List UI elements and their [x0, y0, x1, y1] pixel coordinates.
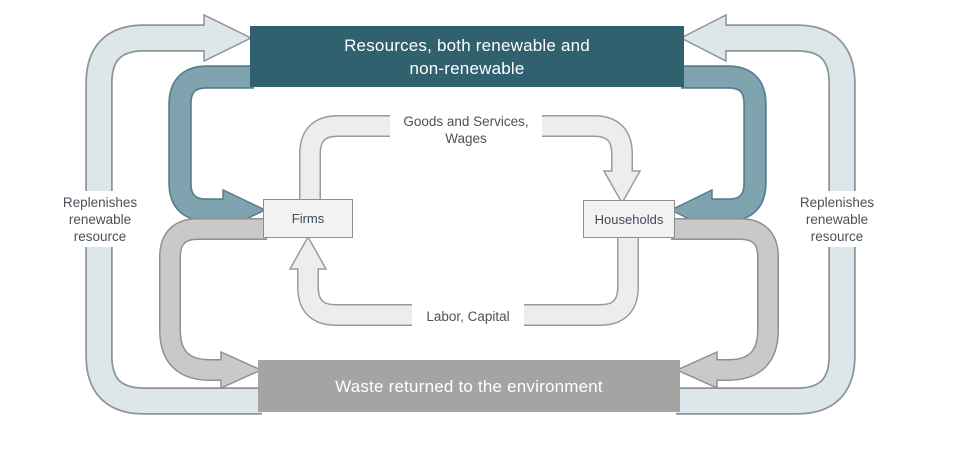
pipe-body [671, 219, 778, 380]
pipe-outline [681, 65, 767, 222]
label-goods-and-services-wages: Goods and Services, Wages [390, 107, 542, 153]
pipe-body [681, 67, 765, 220]
resources-box-label: Resources, both renewable and non-renewa… [344, 34, 590, 80]
label-replenish-left-line3: resource [73, 228, 127, 244]
label-labor-text: Labor, Capital [426, 308, 510, 324]
label-replenish-right-line2: renewable [805, 211, 869, 227]
label-replenish-left-line2: renewable [68, 211, 132, 227]
arrow-resources-to-firms [168, 65, 267, 232]
firms-box: Firms [263, 199, 353, 238]
resources-box-label-line2: non-renewable [409, 58, 525, 78]
resources-box: Resources, both renewable and non-renewa… [250, 26, 684, 87]
label-goods-line2: Wages [445, 131, 487, 146]
arrow-firms-to-waste [159, 218, 267, 390]
waste-box: Waste returned to the environment [258, 360, 680, 412]
households-box-label: Households [594, 211, 664, 227]
pipe-outline [159, 218, 267, 381]
waste-box-label: Waste returned to the environment [335, 376, 603, 396]
arrow-households-to-waste [671, 218, 779, 390]
label-labor-capital: Labor, Capital [412, 302, 524, 330]
pipe-body [160, 219, 267, 380]
label-replenish-left-line1: Replenishes [62, 194, 138, 210]
label-replenish-right-line3: resource [810, 228, 864, 244]
households-box: Households [583, 200, 675, 238]
label-replenish-right-line1: Replenishes [799, 194, 875, 210]
label-goods-line1: Goods and Services, [403, 114, 529, 129]
arrow-resources-to-households [669, 65, 767, 232]
pipe-outline [671, 218, 779, 381]
label-replenishes-right: Replenishes renewable resource [778, 191, 896, 247]
resources-box-label-line1: Resources, both renewable and [344, 35, 590, 55]
firms-box-label: Firms [291, 211, 325, 226]
label-replenishes-left: Replenishes renewable resource [42, 191, 158, 247]
pipe-body [170, 67, 254, 220]
pipe-outline [168, 65, 254, 222]
